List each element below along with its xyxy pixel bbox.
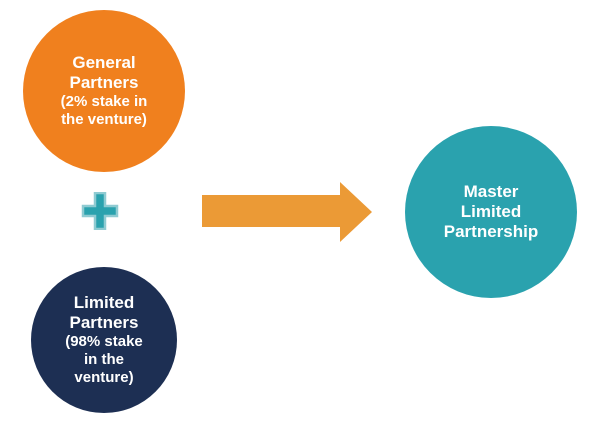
node-master-limited-partnership-label: Master Limited Partnership xyxy=(405,182,577,242)
node-subtitle-line: (2% stake in xyxy=(60,93,148,110)
node-general-partners-label: General Partners (2% stake in the ventur… xyxy=(23,53,185,129)
node-limited-partners-label: Limited Partners (98% stake in the ventu… xyxy=(31,293,177,387)
node-title-line: Partners xyxy=(69,313,139,332)
node-master-limited-partnership: Master Limited Partnership xyxy=(405,126,577,298)
arrow-right-shape xyxy=(202,182,372,242)
node-subtitle-line: the venture) xyxy=(61,111,147,128)
node-title-line: Limited xyxy=(73,293,135,312)
node-title-line: Partnership xyxy=(443,222,539,241)
node-subtitle-line: venture) xyxy=(74,369,134,386)
node-subtitle-line: in the xyxy=(84,351,124,368)
plus-icon-shape xyxy=(81,192,119,230)
plus-icon xyxy=(81,192,119,230)
node-title-line: Partners xyxy=(69,73,139,92)
node-title-line: Master xyxy=(463,182,519,201)
arrow-right-icon xyxy=(202,182,372,242)
node-title-line: General xyxy=(72,53,136,72)
node-limited-partners: Limited Partners (98% stake in the ventu… xyxy=(31,267,177,413)
node-subtitle-line: (98% stake xyxy=(65,333,143,350)
node-general-partners: General Partners (2% stake in the ventur… xyxy=(23,10,185,172)
node-title-line: Limited xyxy=(460,202,522,221)
